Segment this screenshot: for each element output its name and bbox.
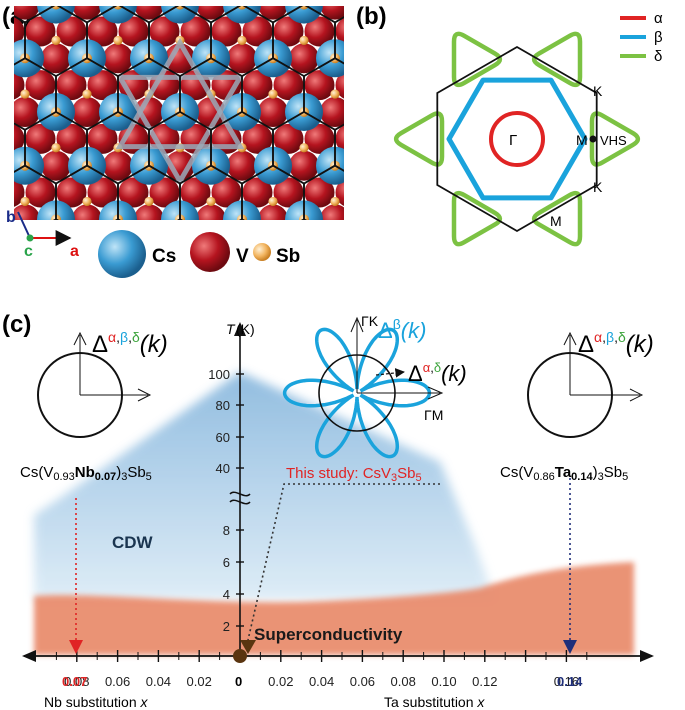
crystal-axes: a b c xyxy=(6,209,79,260)
substitution-axis: 0.08 0.06 0.04 0.02 0.02 0.04 0.06 0.08 0.10 0.12… xyxy=(22,649,654,710)
y-tick-label: 2 xyxy=(223,619,230,634)
y-tick-label: 80 xyxy=(216,398,230,413)
axis-b-label: b xyxy=(6,209,16,226)
beta-gap-flower xyxy=(282,327,432,459)
isotropic-gap-left: Δα,β,δ(k) xyxy=(37,329,168,438)
legend-delta: δ xyxy=(654,48,662,65)
nb-arrowhead xyxy=(69,640,83,654)
vhs-label: VHS xyxy=(600,133,627,148)
nb-axis-label: Nb substitution x xyxy=(44,694,149,710)
ta-arrowhead xyxy=(563,640,577,654)
superconductivity-region xyxy=(34,562,634,655)
band-legend: α β δ xyxy=(620,10,663,65)
alpha-delta-gap-label: Δα,δ(k) xyxy=(408,360,467,386)
nb-tick-label: 0.08 xyxy=(64,674,89,689)
nb-tick-label: 0.02 xyxy=(187,674,212,689)
v-atom-icon xyxy=(190,232,230,272)
sb-atom-icon xyxy=(253,243,271,261)
this-study-pointer xyxy=(247,483,440,641)
this-study-label: This study: CsV3Sb5 xyxy=(286,465,422,484)
ta-tick-label: 0.04 xyxy=(309,674,334,689)
beta-gap-label: Δβ(k) xyxy=(378,316,426,343)
gamma-m-direction: ΓM xyxy=(424,407,443,423)
atom-legend: Cs V Sb xyxy=(98,230,300,278)
ta-tick-label: 0.16 xyxy=(554,674,579,689)
axis-c-label: c xyxy=(24,243,33,260)
y-tick-label: 6 xyxy=(223,555,230,570)
m-bottom-label: M xyxy=(550,213,562,229)
k-top-label: K xyxy=(593,83,603,99)
isotropic-gap-right: Δα,β,δ(k) xyxy=(527,329,654,438)
superconductivity-label: Superconductivity xyxy=(254,625,403,644)
right-compound-label: Cs(V0.86Ta0.14)3Sb5 xyxy=(500,464,628,483)
delta-pockets xyxy=(393,31,641,247)
panel-label-b: (b) xyxy=(356,3,387,30)
ta-tick-label: 0.02 xyxy=(268,674,293,689)
ta-tick-label: 0.08 xyxy=(391,674,416,689)
ta-tick-label: 0.12 xyxy=(472,674,497,689)
left-compound-label: Cs(V0.93Nb0.07)3Sb5 xyxy=(20,464,152,483)
cdw-region xyxy=(34,372,495,600)
nb-tick-label: 0.04 xyxy=(146,674,171,689)
y-tick-label: 4 xyxy=(223,587,230,602)
gamma-k-direction: ΓK xyxy=(361,313,379,329)
gap-left-label: Δα,β,δ(k) xyxy=(92,329,168,358)
brillouin-zone xyxy=(436,45,598,233)
axis-a-label: a xyxy=(70,243,79,260)
legend-sb-label: Sb xyxy=(276,246,300,267)
gamma-label: Γ xyxy=(509,132,517,149)
m-right-label: M xyxy=(576,132,588,148)
ta-marker-value: 0.14 xyxy=(557,674,583,689)
vhs-dot xyxy=(589,135,597,143)
panel-label-c: (c) xyxy=(2,311,31,338)
legend-v-label: V xyxy=(236,246,249,267)
y-tick-label: 40 xyxy=(216,461,230,476)
ta-tick-label: 0.10 xyxy=(431,674,456,689)
this-study-arrowhead xyxy=(240,640,256,654)
y-tick-label: 60 xyxy=(216,430,230,445)
csv3sb5-origin-dot xyxy=(233,649,247,663)
y-tick-label: 100 xyxy=(208,367,230,382)
ta-tick-label: 0.06 xyxy=(350,674,375,689)
anisotropic-gap-center: ΓK ΓM Δβ(k) Δα,δ(k) xyxy=(282,313,467,459)
legend-cs-label: Cs xyxy=(152,246,176,267)
nb-tick-label: 0.06 xyxy=(105,674,130,689)
x-zero-label: 0 xyxy=(235,674,242,689)
kagome-lattice xyxy=(14,6,344,220)
cs-atom-icon xyxy=(98,230,146,278)
beta-band xyxy=(446,77,588,201)
k-bottom-label: K xyxy=(593,179,603,195)
legend-beta: β xyxy=(654,29,663,46)
y-tick-label: 8 xyxy=(223,523,230,538)
cdw-label: CDW xyxy=(112,533,154,552)
gap-right-label: Δα,β,δ(k) xyxy=(578,329,654,358)
t-axis-unit: (K) xyxy=(236,321,255,337)
alpha-band xyxy=(489,111,545,167)
t-axis-symbol: T xyxy=(226,321,236,337)
legend-alpha: α xyxy=(654,10,663,27)
ta-axis-label: Ta substitution x xyxy=(384,694,485,710)
fermi-surface-diagram: Γ M VHS K K M xyxy=(393,31,641,247)
temperature-axis: T (K) 100 80 60 40 8 6 4 2 xyxy=(208,321,255,654)
nb-marker-value: 0.07 xyxy=(62,674,87,689)
c-axis-dot xyxy=(26,234,34,242)
